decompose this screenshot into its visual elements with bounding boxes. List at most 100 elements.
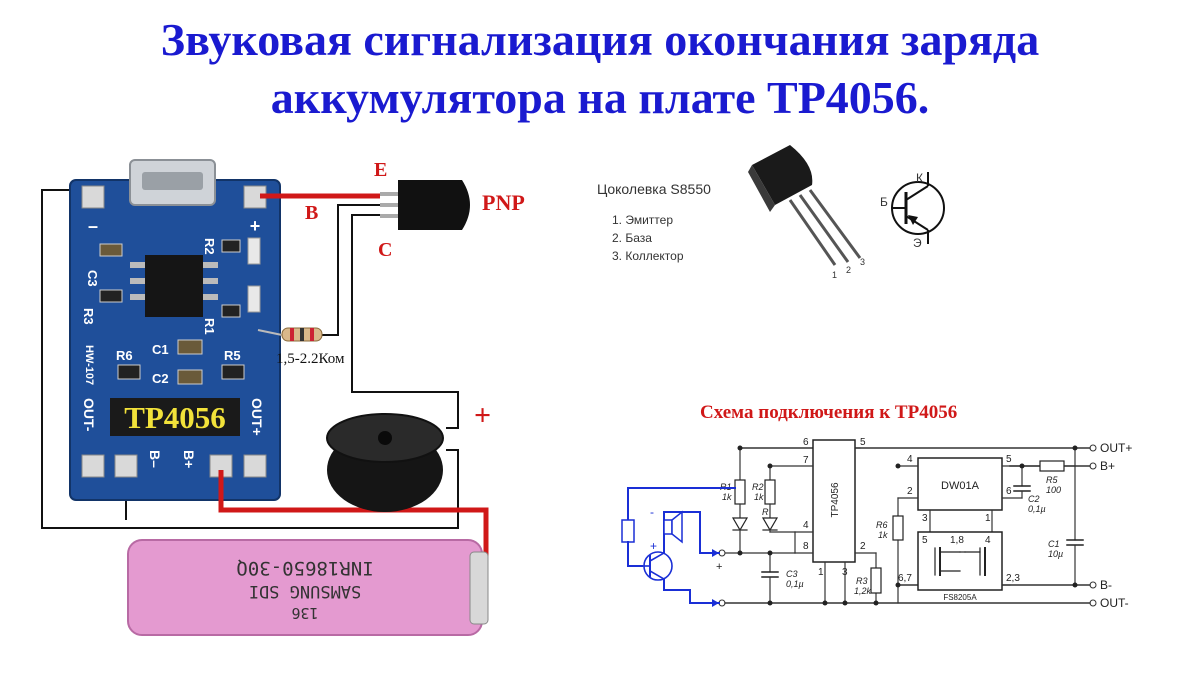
r1-value: 1k	[722, 492, 732, 502]
r6-value: 1k	[878, 530, 888, 540]
tp-pin-7: 7	[803, 455, 809, 466]
pinout-item-2: 2. База	[612, 231, 652, 245]
silk-r2: R2	[202, 238, 217, 255]
c1-value: 10µ	[1048, 549, 1063, 559]
symbol-b: Б	[880, 195, 888, 209]
silk-plus: +	[250, 216, 261, 236]
tp-pin-1: 1	[818, 567, 824, 578]
input-plus: +	[716, 561, 722, 573]
fs-pin-4: 4	[985, 535, 991, 546]
pin-num-3: 3	[860, 257, 865, 267]
dw-pin-6: 6	[1006, 486, 1012, 497]
board-label-plate	[110, 398, 240, 436]
pad-out-minus	[81, 454, 105, 478]
smd-r1	[221, 304, 241, 318]
r2-value: 1k	[754, 492, 764, 502]
led-2-symbol	[761, 517, 779, 532]
battery-model: INR18650-30Q	[236, 557, 373, 579]
pinout-item-1: 1. Эмиттер	[612, 213, 673, 227]
pad-minus	[81, 185, 105, 209]
chip-tp4056	[812, 439, 856, 563]
smd-c3	[99, 243, 123, 257]
r5-value: 100	[1046, 485, 1061, 495]
blue-plus: +	[650, 539, 657, 553]
led-2	[247, 285, 261, 313]
dw-pin-5: 5	[1006, 454, 1012, 465]
c3-label: C3	[786, 569, 798, 579]
wiring-diagram: – + C3 R3 R2 R1 HW-107 R6 C1 C2 R5 OUT- …	[41, 159, 525, 636]
battery-code: 136	[291, 604, 318, 622]
title-line-2: аккумулятора на плате ТР4056.	[270, 72, 930, 123]
silk-r6: R6	[116, 348, 133, 363]
label-e: E	[374, 159, 387, 181]
chip-fs8205a	[917, 531, 1003, 591]
c2-label: C2	[1028, 494, 1040, 504]
silk-minus: –	[88, 216, 98, 236]
blue-resistor	[621, 519, 635, 543]
pinout-item-3: 3. Коллектор	[612, 249, 684, 263]
smd-r6	[117, 364, 141, 380]
usb-port	[142, 172, 203, 190]
c3-value: 0,1µ	[786, 579, 804, 589]
silk-r5: R5	[224, 348, 241, 363]
smd-r5	[221, 364, 245, 380]
silk-model: HW-107	[83, 345, 95, 385]
silk-out-plus: OUT+	[249, 398, 265, 436]
buzzer-plus: +	[474, 399, 491, 432]
label-c: C	[378, 239, 392, 261]
tp-pin-5: 5	[860, 437, 866, 448]
r2-label: R2	[752, 482, 764, 492]
r6-label: R6	[876, 520, 888, 530]
tp-pin-2: 2	[860, 541, 866, 552]
pnp-symbol: К Б Э	[880, 171, 945, 250]
schematic-section: Схема подключения к TP4056 OUT+ B+ B- OU…	[621, 402, 1132, 610]
chip-tp4056-label: TP4056	[830, 482, 841, 517]
fs-pin-5: 5	[922, 535, 928, 546]
title-line-1: Звуковая сигнализация окончания заряда	[160, 14, 1040, 65]
label-out-plus: OUT+	[1100, 441, 1132, 455]
collector-wire	[351, 214, 459, 429]
silk-r1: R1	[202, 318, 217, 335]
to92-transistor: 1 2 3	[748, 145, 865, 280]
buzzer-circuit: - +	[621, 487, 736, 607]
symbol-e: Э	[913, 236, 922, 250]
pin-num-2: 2	[846, 265, 851, 275]
dw-pin-1: 1	[985, 513, 991, 524]
r5-label: R5	[1046, 475, 1058, 485]
tp-pin-8: 8	[803, 541, 809, 552]
dw-pin-3: 3	[922, 513, 928, 524]
led-r-label: R	[762, 507, 769, 517]
battery-terminal	[469, 551, 489, 625]
silk-c3: C3	[85, 270, 100, 287]
label-b: B	[305, 202, 318, 224]
label-b-plus: B+	[1100, 459, 1115, 473]
base-wire	[322, 204, 380, 336]
resistor-r3	[870, 567, 882, 594]
fs-pin-23: 2,3	[1006, 573, 1020, 584]
label-out-minus: OUT-	[1100, 596, 1129, 610]
pad-out-plus	[243, 454, 267, 478]
smd-c1	[177, 339, 203, 355]
label-b-minus: B-	[1100, 578, 1112, 592]
r3-label: R3	[856, 576, 868, 586]
fs-pin-67: 6,7	[898, 573, 912, 584]
silk-out-minus: OUT-	[81, 398, 97, 432]
tp-pin-6: 6	[803, 437, 809, 448]
silk-c1: C1	[152, 342, 169, 357]
resistor-r2	[764, 479, 776, 505]
fs-pin-18: 1,8	[950, 535, 964, 546]
resistor-r6	[892, 515, 904, 541]
smd-c2	[177, 369, 203, 385]
silk-c2: C2	[152, 371, 169, 386]
silk-b-minus: B–	[147, 450, 163, 468]
dw-pin-2: 2	[907, 486, 913, 497]
c2-value: 0,1µ	[1028, 504, 1046, 514]
pinout-section: Цоколевка S8550 1. Эмиттер 2. База 3. Ко…	[597, 145, 945, 280]
blue-wire-top	[627, 487, 736, 521]
led-1	[247, 237, 261, 265]
schematic-title: Схема подключения к TP4056	[700, 402, 957, 423]
blue-speaker	[663, 519, 673, 535]
silk-r3: R3	[81, 308, 96, 325]
dw-pin-4: 4	[907, 454, 913, 465]
